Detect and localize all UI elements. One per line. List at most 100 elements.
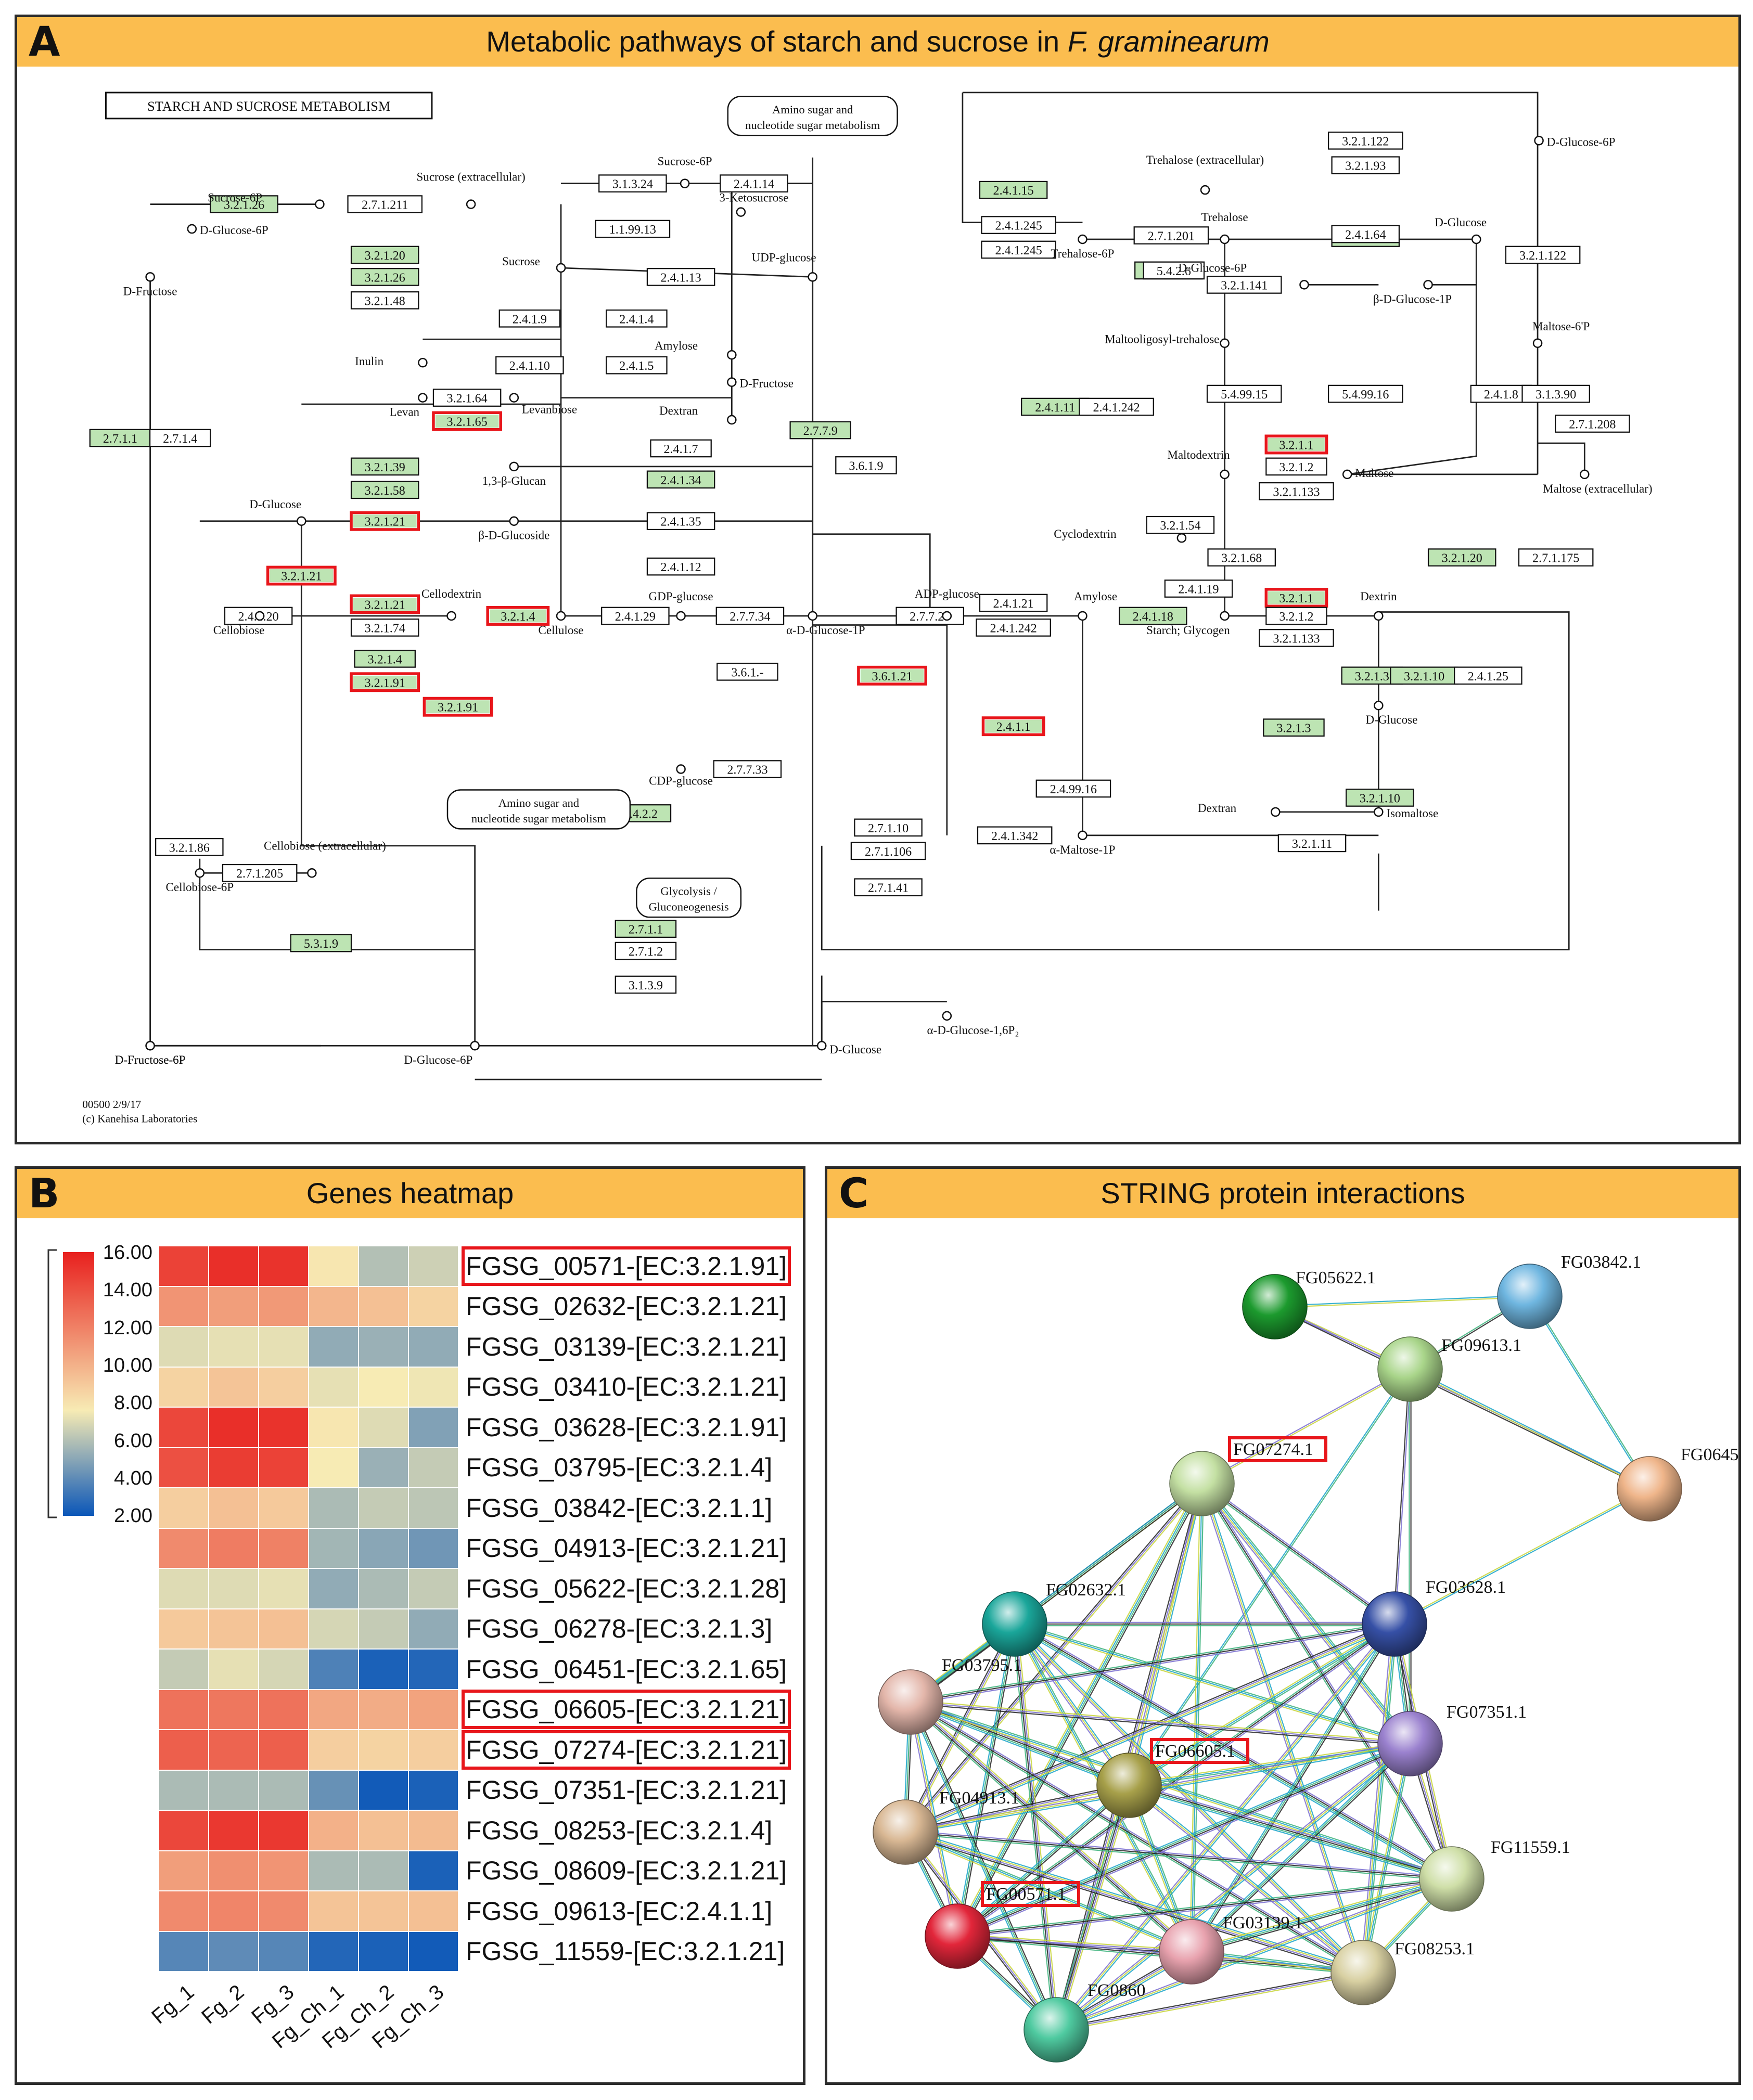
enzyme-box: 2.4.1.34 <box>646 470 715 489</box>
enzyme-ec-number: 3.2.1.2 <box>1279 610 1313 624</box>
enzyme-box: 2.4.1.19 <box>1164 579 1233 598</box>
compound-label: ADP-glucose <box>915 587 979 600</box>
heatmap-cell <box>259 1367 309 1407</box>
compound-label: α-D-Glucose-1P <box>786 623 865 637</box>
heatmap-cell <box>359 1367 408 1407</box>
enzyme-box: 3.6.1.9 <box>835 456 897 474</box>
interaction-edge <box>1202 1481 1396 1624</box>
interaction-edge <box>1130 1782 1453 1877</box>
enzyme-box: 5.4.99.16 <box>1327 384 1403 403</box>
color-scale-tick-label: 10.00 <box>103 1354 152 1376</box>
compound-label: 3-Ketosucrose <box>719 191 788 204</box>
heatmap-cell <box>309 1407 359 1448</box>
compound-node: Cellobiose-6P <box>166 868 234 894</box>
enzyme-ec-number: 3.2.1.39 <box>365 461 405 474</box>
enzyme-box: 2.7.1.4 <box>149 429 211 447</box>
protein-label: FG04913.1 <box>939 1788 1019 1808</box>
compound-label: α-Maltose-1P <box>1050 843 1115 856</box>
compound-label: Dextran <box>1198 801 1237 815</box>
interaction-edge <box>1056 1974 1364 2032</box>
protein-node[interactable] <box>1096 1753 1162 1818</box>
protein-node[interactable] <box>1377 1711 1443 1776</box>
heatmap-cell <box>359 1246 408 1286</box>
enzyme-ec-number: 3.2.1.65 <box>447 416 488 429</box>
enzyme-ec-number: 3.2.1.133 <box>1273 485 1320 499</box>
heatmap-cell <box>259 1730 309 1770</box>
protein-node[interactable] <box>873 1799 938 1865</box>
interaction-edge <box>1015 1622 1365 1972</box>
interaction-edge <box>958 1786 1131 1938</box>
enzyme-ec-number: 2.4.1.242 <box>990 622 1037 635</box>
heatmap-cell <box>159 1689 209 1730</box>
gene-label: FGSG_09613-[EC:2.4.1.1] <box>466 1896 773 1926</box>
enzyme-ec-number: 2.4.1.245 <box>995 220 1042 233</box>
protein-node[interactable] <box>1330 1940 1396 2005</box>
interaction-edge <box>956 1483 1202 1936</box>
protein-node[interactable] <box>1377 1336 1443 1402</box>
protein-node[interactable] <box>1617 1456 1682 1522</box>
heatmap-cell <box>359 1488 408 1528</box>
interaction-edge <box>1199 1485 1409 1746</box>
enzyme-box: 3.2.1.68 <box>1207 548 1276 566</box>
compound-node: Dextran <box>1198 801 1281 817</box>
compound-node: Isomaltose <box>1374 806 1438 820</box>
gene-label: FGSG_08609-[EC:3.2.1.21] <box>466 1856 787 1886</box>
enzyme-ec-number: 5.4.99.15 <box>1221 388 1268 402</box>
interaction-edge <box>1014 1625 1410 1746</box>
enzyme-ec-number: 3.2.1.21 <box>365 599 405 612</box>
interaction-edge <box>904 1833 1192 1954</box>
heatmap-cell <box>359 1326 408 1367</box>
enzyme-ec-number: 3.2.1.122 <box>1519 249 1566 263</box>
compound-node: Dextran <box>659 404 737 425</box>
compound-node: D-Glucose-6P <box>404 1041 480 1066</box>
protein-node[interactable] <box>1242 1274 1308 1339</box>
enzyme-ec-number: 3.2.1.54 <box>1160 519 1200 533</box>
heatmap-cell <box>359 1608 408 1649</box>
protein-node[interactable] <box>1362 1591 1427 1657</box>
enzyme-box: 3.2.1.1 <box>1264 434 1328 455</box>
heatmap-cell <box>309 1528 359 1568</box>
interaction-edge <box>956 1624 1016 1937</box>
enzyme-ec-number: 2.7.1.205 <box>236 867 283 881</box>
heatmap-cell <box>159 1447 209 1488</box>
enzyme-box: 2.7.1.175 <box>1518 548 1594 566</box>
compound-node: D-Glucose <box>1365 700 1417 726</box>
protein-node[interactable] <box>925 1903 990 1969</box>
interaction-edge <box>1410 1368 1650 1489</box>
enzyme-box: 2.4.1.25 <box>1454 666 1522 685</box>
interaction-edge <box>1013 1625 1129 1787</box>
enzyme-box: 2.7.1.211 <box>347 195 423 213</box>
enzyme-ec-number: 2.7.1.1 <box>103 432 137 446</box>
interaction-edge <box>911 1700 1193 1952</box>
compound-label: α-D-Glucose-1,6P₂ <box>927 1023 1019 1037</box>
enzyme-box: 3.2.1.21 <box>350 511 420 531</box>
protein-node[interactable] <box>878 1669 943 1735</box>
protein-node[interactable] <box>1419 1846 1485 1912</box>
linked-pathway-box: Glycolysis /Gluconeogenesis <box>636 877 742 918</box>
protein-node[interactable] <box>1169 1451 1235 1516</box>
linked-pathway-label: Amino sugar and <box>772 103 853 116</box>
panel-a-title-text: Metabolic pathways of starch and sucrose… <box>486 25 1068 58</box>
compound-node: Sucrose (extracellular) <box>417 170 526 209</box>
protein-node[interactable] <box>1159 1919 1224 1985</box>
interaction-edge <box>1201 1368 1410 1484</box>
protein-label: FG02632.1 <box>1046 1580 1126 1600</box>
heatmap-cell <box>209 1447 259 1488</box>
compound-node: 3-Ketosucrose <box>719 191 788 217</box>
enzyme-box: 2.4.1.242 <box>976 619 1051 637</box>
interaction-edge <box>1056 1970 1363 2029</box>
heatmap-cell <box>309 1891 359 1931</box>
linked-pathway-label: Glycolysis / <box>660 885 717 898</box>
interaction-edge <box>1130 1783 1365 1972</box>
enzyme-ec-number: 2.7.7.33 <box>727 764 767 777</box>
compound-label: GDP-glucose <box>648 589 713 603</box>
protein-node[interactable] <box>1497 1264 1563 1329</box>
compound-label: D-Glucose <box>249 497 301 511</box>
protein-node[interactable] <box>982 1591 1047 1657</box>
compound-node: D-Fructose <box>123 272 177 298</box>
protein-node[interactable] <box>1023 1997 1089 2063</box>
interaction-edge <box>1191 1877 1452 1952</box>
interaction-edge <box>1056 1878 1452 2031</box>
enzyme-ec-number: 3.2.1.10 <box>1404 670 1444 684</box>
